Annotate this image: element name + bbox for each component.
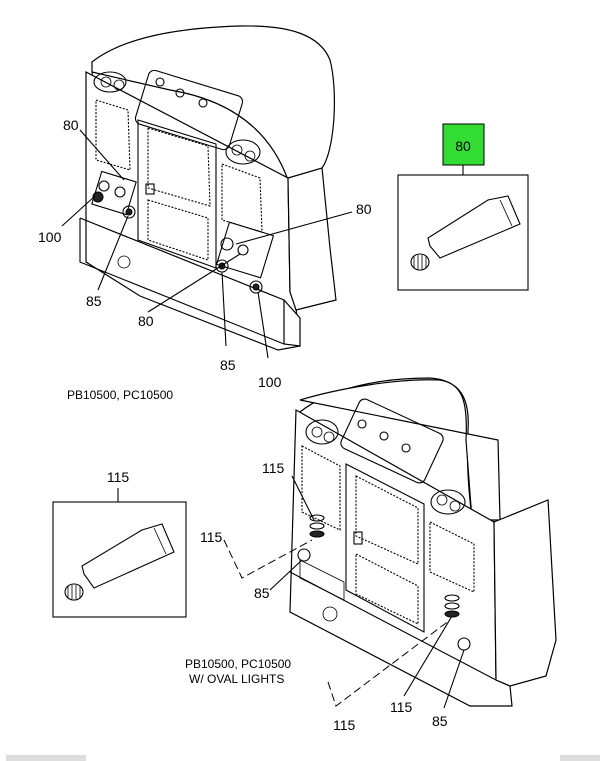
inset-frame <box>397 174 529 291</box>
callout-85: 85 <box>432 713 448 729</box>
inset-frame <box>52 501 187 618</box>
callout-115: 115 <box>333 717 356 733</box>
callout-100: 100 <box>38 229 62 245</box>
footer-strip <box>0 752 610 761</box>
sealant-tube-icon <box>410 195 521 271</box>
footer-fragment <box>6 755 86 761</box>
model-caption: PB10500, PC10500 <box>185 657 291 671</box>
inset-label: 115 <box>107 469 130 485</box>
callout-85: 85 <box>86 293 102 309</box>
callout-115: 115 <box>200 529 223 545</box>
sealant-tube-icon <box>64 523 175 601</box>
inset-115: 115 <box>52 469 187 618</box>
highlight-box <box>442 123 485 166</box>
callout-100: 100 <box>258 374 282 390</box>
callout-115: 115 <box>262 460 285 476</box>
top-leader-lines <box>61 129 353 359</box>
callout-80: 80 <box>138 313 154 329</box>
inset-label: 80 <box>455 138 471 154</box>
model-caption: PB10500, PC10500 <box>67 388 173 402</box>
callout-115: 115 <box>390 699 413 715</box>
callout-85: 85 <box>254 585 270 601</box>
bottom-leader-lines <box>223 475 465 709</box>
inset-80: 80 <box>397 123 529 291</box>
footer-fragment <box>560 755 600 761</box>
callout-80: 80 <box>356 201 372 217</box>
bus-rear-bottom-illustration <box>289 377 557 707</box>
bus-rear-top-illustration <box>79 25 337 351</box>
model-caption-variant: W/ OVAL LIGHTS <box>189 672 284 686</box>
callout-85: 85 <box>220 357 236 373</box>
callout-80: 80 <box>63 117 79 133</box>
